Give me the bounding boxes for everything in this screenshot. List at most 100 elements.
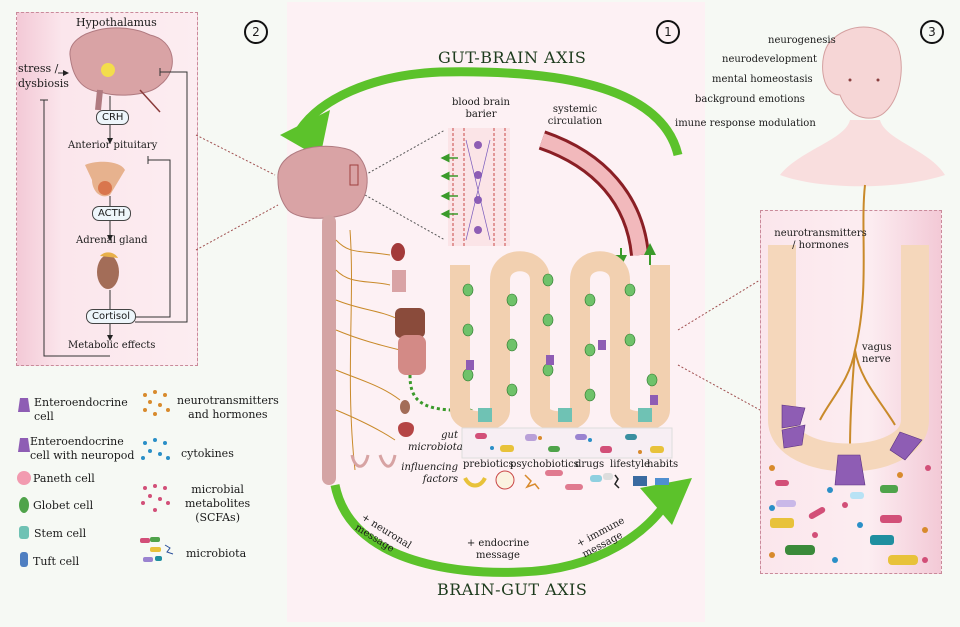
connector-line xyxy=(364,129,446,176)
gut-microbiota-line1: gut xyxy=(441,430,458,441)
legend-label: neurotransmitters xyxy=(177,394,279,407)
factor-psychobiotics: psychobiotics xyxy=(510,459,579,470)
nt-line1: neurotransmitters xyxy=(774,228,867,239)
factor-drugs: drugs xyxy=(575,459,605,470)
gut-microbiota-label: gut microbiota xyxy=(408,430,463,453)
gut-lumen-microbes xyxy=(769,465,931,565)
systemic-circulation-label: systemic circulation xyxy=(540,104,610,127)
bbb-label-line2: barier xyxy=(465,108,497,120)
nt-line2: / hormones xyxy=(792,239,849,251)
testes-icon xyxy=(378,454,397,468)
vagus-line2: nerve xyxy=(862,353,891,365)
legend-globet: Globet cell xyxy=(33,499,94,512)
gut-brain-arrowhead xyxy=(280,110,330,158)
legend-cytokines: cytokines xyxy=(181,447,234,460)
legend-icons xyxy=(17,398,31,567)
connector-line xyxy=(677,364,761,411)
panel-number-3: 3 xyxy=(920,20,944,44)
enteroendocrine-cell-icon xyxy=(18,398,30,412)
systemic-label-line2: circulation xyxy=(547,115,603,127)
legend-metabolites: microbial metabolites (SCFAs) xyxy=(185,483,250,524)
central-brain-icon xyxy=(277,145,368,219)
brain-gut-axis-title: BRAIN-GUT AXIS xyxy=(437,580,588,599)
pituitary-feedback-line xyxy=(135,159,171,318)
cytokine-dots-icon xyxy=(141,438,170,460)
microbiota-strip-items xyxy=(475,433,664,454)
crh-label: CRH xyxy=(96,110,130,125)
legend-dot-clusters xyxy=(140,390,174,562)
spinal-cord-icon xyxy=(322,215,336,485)
panel-number-2: 2 xyxy=(244,20,268,44)
endocrine-line2: message xyxy=(476,549,520,561)
gut-brain-axis-title: GUT-BRAIN AXIS xyxy=(438,48,587,67)
legend-neuropod: Enteroendocrine cell with neuropod xyxy=(30,435,134,463)
systemic-label-line1: systemic xyxy=(552,104,598,115)
tuft-cell-icon xyxy=(20,552,28,567)
effect-neurogenesis: neurogenesis xyxy=(768,35,836,46)
brain-gut-arrowhead xyxy=(640,478,692,525)
legend-label: microbial xyxy=(191,483,244,496)
neurotransmitter-dots-icon xyxy=(143,390,170,416)
neurotransmitters-hormones-label: neurotransmitters / hormones xyxy=(773,228,868,251)
legend-label: and hormones xyxy=(188,407,268,421)
globet-cell-icon xyxy=(19,497,29,513)
bbb-label-line1: blood brain xyxy=(451,97,510,108)
factor-icons xyxy=(463,470,669,490)
microbiota-strip xyxy=(461,427,673,459)
metabolic-effects-label: Metabolic effects xyxy=(68,340,156,351)
connector-line xyxy=(677,279,761,331)
legend-label: (SCFAs) xyxy=(195,510,240,524)
acth-label: ACTH xyxy=(92,206,132,221)
effect-mental-homeostasis: mental homeostasis xyxy=(712,74,813,85)
pituitary-icon xyxy=(85,161,125,197)
heart-icon xyxy=(391,243,405,261)
gut-brain-arrow xyxy=(296,67,683,157)
blood-brain-barrier-icon xyxy=(448,128,510,246)
apple-icon xyxy=(495,470,515,490)
influencing-factors-label: influencing factors xyxy=(398,462,458,485)
legend-paneth: Paneth cell xyxy=(33,472,95,485)
gut-villus-detail-icon xyxy=(768,245,929,486)
banana-icon xyxy=(463,476,487,488)
effect-background-emotions: background emotions xyxy=(695,94,805,105)
capsule-icon xyxy=(603,473,613,480)
gut-microbiota-line2: microbiota xyxy=(408,441,463,453)
hypothalamus-feedback-line xyxy=(135,71,188,323)
capsule-icon xyxy=(590,475,602,482)
stress-feedback-line xyxy=(43,100,110,357)
running-person-icon xyxy=(614,474,620,489)
intestinal-villi-icon xyxy=(450,251,670,432)
intestines-icon xyxy=(398,335,426,375)
bbb-label: blood brain barier xyxy=(448,97,514,120)
kidney-icon xyxy=(400,400,410,414)
endocrine-line1: + endocrine xyxy=(466,538,530,549)
microbiota-icon xyxy=(140,537,174,562)
nerve-network xyxy=(335,229,401,471)
factor-habits: habits xyxy=(647,459,679,470)
vagus-nerve-line xyxy=(819,184,866,421)
bed-icon xyxy=(655,478,669,485)
hypothalamus-label: Hypothalamus xyxy=(76,16,157,29)
brain-gut-arrow xyxy=(330,483,672,577)
connector-line xyxy=(195,204,279,251)
effect-immune-modulation: imune response modulation xyxy=(675,118,816,129)
liver-stomach-icon xyxy=(395,308,425,338)
endocrine-message-label: + endocrine message xyxy=(463,538,533,561)
legend-label: cell with neuropod xyxy=(30,448,135,462)
legend-label: cell xyxy=(34,409,54,423)
paneth-cell-icon xyxy=(17,471,31,485)
legend-label: Enteroendocrine xyxy=(30,435,124,448)
adrenal-gland-label: Adrenal gland xyxy=(76,235,148,246)
psychobiotics-icon xyxy=(524,474,540,490)
human-head-icon xyxy=(780,26,945,187)
legend-label: metabolites xyxy=(185,496,251,510)
cortisol-label: Cortisol xyxy=(86,309,137,324)
uterus-icon xyxy=(350,454,370,468)
stress-label-line2: dysbiosis xyxy=(18,77,69,90)
effect-neurodevelopment: neurodevelopment xyxy=(722,54,817,65)
legend-enteroendocrine: Enteroendocrine cell xyxy=(34,396,128,424)
influencing-line1: influencing xyxy=(401,462,458,473)
bladder-icon xyxy=(398,422,414,437)
neuropod-cell-icon xyxy=(18,438,30,452)
